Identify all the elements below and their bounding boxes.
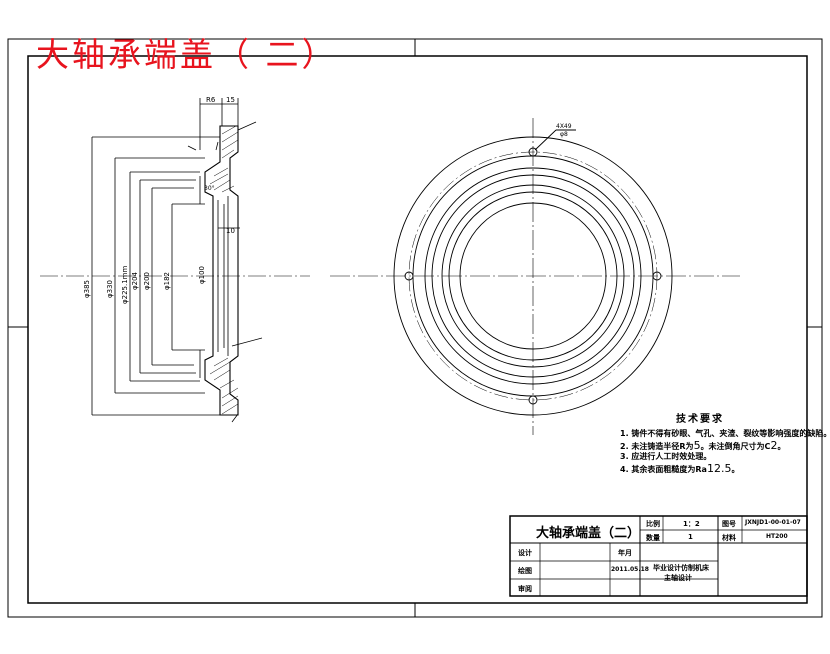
sheet-title: 大轴承端盖（ 二） bbox=[36, 35, 338, 74]
dim-dia-204: φ204 bbox=[131, 271, 139, 290]
title-block-date-label: 年月 bbox=[618, 549, 632, 557]
title-block-grid bbox=[509, 515, 808, 597]
hole-note: 4X49 φ8 bbox=[556, 123, 572, 138]
title-block-material-value: HT200 bbox=[766, 533, 788, 540]
dim-top-b: 15 bbox=[226, 96, 235, 104]
title-block-reviewer-label: 审阅 bbox=[518, 585, 532, 593]
inner-frame bbox=[27, 55, 808, 604]
dim-dia-200: φ200 bbox=[143, 272, 151, 290]
title-block-date-value: 2011.05.18 bbox=[611, 566, 649, 573]
title-block-designer-label: 设计 bbox=[518, 549, 532, 557]
dim-dia-385: φ385 bbox=[83, 280, 91, 298]
tech-requirements-title: 技术要求 bbox=[676, 414, 724, 425]
title-block-org-line2: 主轴设计 bbox=[664, 574, 692, 582]
hole-note-line2: φ8 bbox=[560, 131, 568, 138]
title-block-qty-label: 数量 bbox=[646, 534, 660, 542]
title-block-drawing-no-label: 图号 bbox=[722, 520, 736, 528]
dim-dia-100: φ100 bbox=[198, 266, 206, 284]
hole-note-line1: 4X49 bbox=[556, 123, 572, 130]
dim-angle-30: 30° bbox=[204, 185, 215, 192]
title-block-org-line1: 毕业设计仿制机床 bbox=[653, 564, 709, 572]
dim-dia-225: φ225.1mm bbox=[121, 266, 129, 304]
tech-item-3: 3. 应进行人工时效处理。 bbox=[620, 452, 712, 461]
tech-item-2: 2. 未注铸造半径R为5。未注倒角尺寸为C2。 bbox=[620, 439, 786, 452]
centring-marks bbox=[8, 39, 822, 617]
dim-gap-10: 10 bbox=[226, 227, 235, 235]
title-block-material-label: 材料 bbox=[722, 534, 736, 542]
dim-dia-330: φ330 bbox=[106, 280, 114, 298]
dim-top-a: R6 bbox=[206, 96, 216, 104]
section-dimension-texts: R6 15 φ385 φ330 φ225.1mm φ204 φ200 φ182 … bbox=[83, 96, 235, 304]
title-block-scale-value: 1：2 bbox=[683, 520, 700, 528]
section-hatching bbox=[209, 125, 239, 415]
tech-item-4: 4. 其余表面粗糙度为Ra12.5。 bbox=[620, 462, 740, 475]
title-block-qty-value: 1 bbox=[688, 533, 693, 541]
title-block-drafter-label: 绘图 bbox=[518, 567, 532, 575]
dim-dia-182: φ182 bbox=[163, 272, 171, 290]
title-block-part-name: 大轴承端盖（二） bbox=[536, 526, 641, 541]
section-view bbox=[40, 98, 310, 423]
title-block-scale-label: 比例 bbox=[646, 520, 660, 528]
title-block-drawing-no: JXNJD1-00-01-07 bbox=[745, 519, 801, 526]
front-view bbox=[330, 118, 740, 435]
tech-item-1: 1. 铸件不得有砂眼、气孔、夹渣、裂纹等影响强度的缺陷。 bbox=[620, 429, 830, 438]
